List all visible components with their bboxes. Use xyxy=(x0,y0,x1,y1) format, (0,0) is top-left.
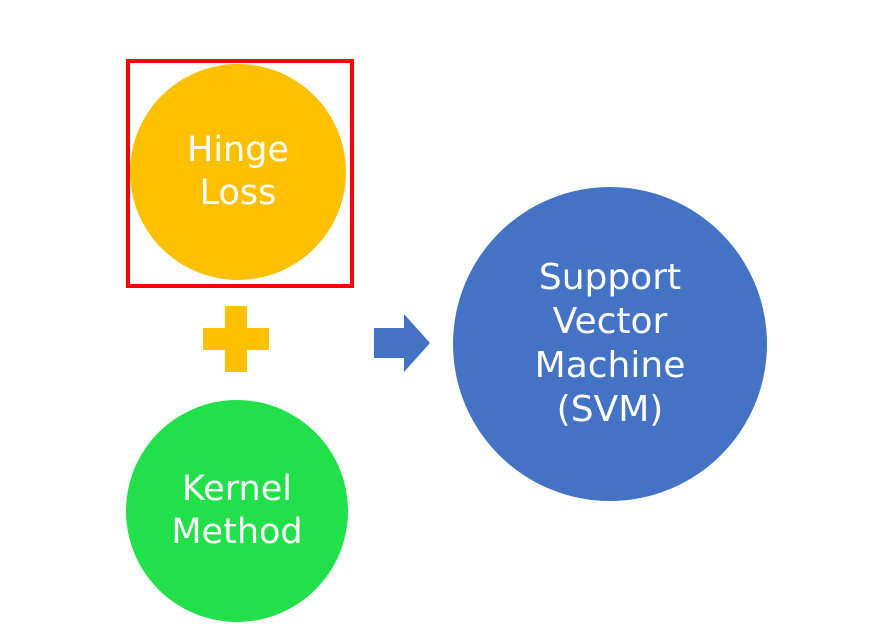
svm-label-line-4: (SVM) xyxy=(556,388,664,430)
kernel-method-label-line-2: Method xyxy=(171,512,303,552)
plus-icon xyxy=(203,306,269,372)
kernel-method-node: Kernel Method xyxy=(126,400,348,622)
svm-label-line-1: Support xyxy=(538,257,682,299)
svm-label-line-2: Vector xyxy=(552,301,668,343)
svm-node: Support Vector Machine (SVM) xyxy=(453,187,767,501)
hinge-loss-label-line-1: Hinge xyxy=(187,130,289,171)
arrow-right-icon xyxy=(374,314,430,372)
kernel-method-label-line-1: Kernel xyxy=(182,469,292,510)
hinge-loss-node: Hinge Loss xyxy=(130,64,346,280)
svm-label-line-3: Machine xyxy=(534,345,686,386)
hinge-loss-label-line-2: Loss xyxy=(199,173,277,213)
highlight-box xyxy=(126,59,354,288)
